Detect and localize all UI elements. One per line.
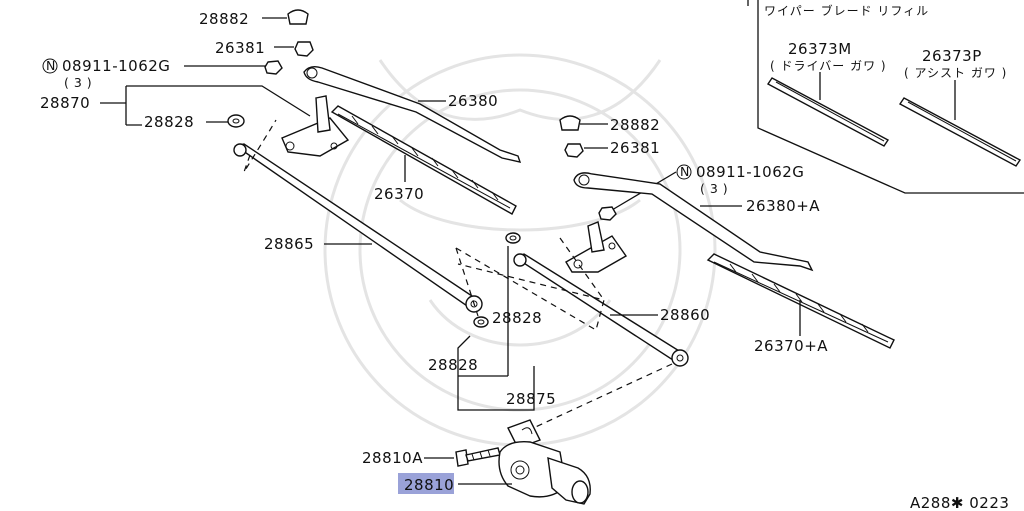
- refill-driver-part[interactable]: 26373M: [788, 40, 852, 58]
- label-26370a[interactable]: 26370+A: [754, 337, 828, 355]
- n-symbol-icon: [42, 58, 58, 74]
- nut-08911-mid[interactable]: [598, 206, 617, 221]
- label-28828-low[interactable]: 28828: [428, 356, 478, 374]
- label-28882-top[interactable]: 28882: [199, 10, 249, 28]
- label-28865[interactable]: 28865: [264, 235, 314, 253]
- label-28828-mid[interactable]: 28828: [492, 309, 542, 327]
- refill-title: ワイパー ブレード リフィル: [764, 3, 929, 18]
- wiper-motor-28810[interactable]: [498, 419, 591, 505]
- svg-text:N: N: [46, 58, 56, 73]
- bolt-28810a[interactable]: [455, 447, 501, 467]
- svg-text:N: N: [680, 164, 690, 179]
- nut-08911-top[interactable]: [264, 60, 283, 75]
- n-symbol-icon-mid: [676, 164, 692, 180]
- nut-26381-top[interactable]: [294, 41, 314, 57]
- label-26381-top[interactable]: 26381: [215, 39, 265, 57]
- wiper-blade-26370[interactable]: [330, 105, 517, 215]
- refill-driver-side: ( ドライバー ガワ ): [770, 59, 887, 73]
- refill-assist-part[interactable]: 26373P: [922, 47, 982, 65]
- watermark-logo: [323, 53, 717, 447]
- wiper-arm-26380a[interactable]: [573, 172, 814, 272]
- label-26380[interactable]: 26380: [448, 92, 498, 110]
- highlight-box: [398, 473, 454, 494]
- label-28828-top[interactable]: 28828: [144, 113, 194, 131]
- label-28882-mid[interactable]: 28882: [610, 116, 660, 134]
- label-nut-top-qty: ( 3 ): [64, 75, 92, 90]
- refill-strip-assist[interactable]: [898, 97, 1022, 167]
- cap-28882-mid[interactable]: [559, 115, 581, 131]
- label-nut-mid[interactable]: 08911-1062G: [696, 163, 804, 181]
- label-28810[interactable]: 28810: [404, 476, 454, 494]
- grommet-28828-low[interactable]: [473, 316, 489, 328]
- label-nut-top[interactable]: 08911-1062G: [62, 57, 170, 75]
- label-26370[interactable]: 26370: [374, 185, 424, 203]
- label-nut-mid-qty: ( 3 ): [700, 181, 728, 196]
- cap-28882-top[interactable]: [287, 9, 309, 25]
- refill-strip-driver[interactable]: [766, 77, 890, 147]
- pivot-bracket-left[interactable]: [281, 95, 350, 157]
- refill-box: [747, 0, 1024, 194]
- label-28870[interactable]: 28870: [40, 94, 90, 112]
- link-rod-28860[interactable]: [513, 253, 689, 367]
- label-28875[interactable]: 28875: [506, 390, 556, 408]
- diagram-code: A288✱ 0223: [910, 494, 1009, 511]
- label-28810a[interactable]: 28810A: [362, 449, 423, 467]
- label-26380a[interactable]: 26380+A: [746, 197, 820, 215]
- grommet-28828-top[interactable]: [227, 114, 245, 128]
- pivot-bracket-right[interactable]: [565, 221, 628, 273]
- grommet-28828-mid[interactable]: [505, 232, 521, 244]
- wiper-blade-26370a[interactable]: [706, 253, 895, 349]
- nut-26381-mid[interactable]: [564, 143, 584, 158]
- label-26381-mid[interactable]: 26381: [610, 139, 660, 157]
- refill-assist-side: ( アシスト ガワ ): [904, 66, 1007, 80]
- wiper-arm-26380[interactable]: [303, 65, 522, 163]
- label-28860[interactable]: 28860: [660, 306, 710, 324]
